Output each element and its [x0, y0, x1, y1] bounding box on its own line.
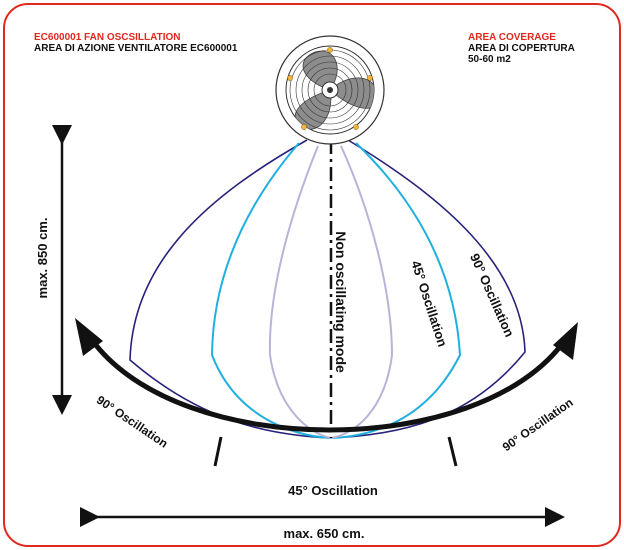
arc-arrowhead-left	[75, 318, 103, 356]
arc-tick-left	[213, 436, 223, 467]
non-oscillating-label: Non oscillating mode	[333, 231, 349, 373]
header-right-area: 50-60 m2	[468, 54, 511, 65]
max-length-label: max. 850 cm.	[35, 218, 50, 299]
header-left: EC600001 FAN OSCSILLATION AREA DI AZIONE…	[34, 32, 237, 54]
max-width-label: max. 650 cm.	[284, 526, 365, 541]
osc-90-left-label: 90° Oscillation	[94, 393, 170, 451]
osc-45-bottom-label: 45° Oscillation	[288, 483, 378, 498]
frame-border	[3, 3, 621, 547]
osc-90-inner-label: 90° Oscillation	[467, 251, 517, 339]
header-right-subtitle: AREA DI COPERTURA	[468, 43, 575, 54]
oscillation-arc	[89, 338, 568, 433]
header-left-subtitle: AREA DI AZIONE VENTILATORE EC600001	[34, 43, 238, 54]
header-left-title: EC600001 FAN OSCSILLATION	[34, 32, 181, 43]
fan-icon	[275, 35, 385, 145]
osc-90-right-label: 90° Oscillation	[500, 395, 576, 454]
arc-arrowhead-right	[553, 322, 578, 360]
coverage-90-shape	[129, 139, 526, 439]
header-right: AREA COVERAGE AREA DI COPERTURA 50-60 m2	[468, 32, 575, 65]
arc-tick-right	[447, 436, 458, 467]
header-right-title: AREA COVERAGE	[468, 32, 556, 43]
